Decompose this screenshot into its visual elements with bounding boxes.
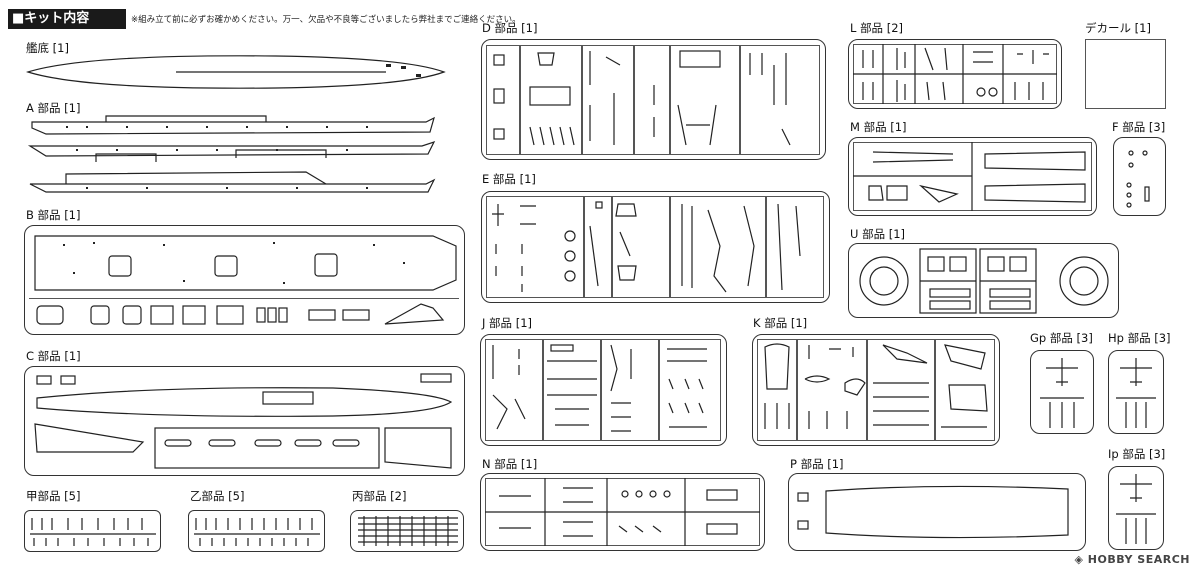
- label-part-hei: 丙部品 [2]: [352, 489, 407, 503]
- label-part-kou: 甲部品 [5]: [26, 489, 81, 503]
- part-p-details: [797, 485, 1069, 539]
- inspection-note: ※組み立て前に必ずお確かめください。万一、欠品や不良等ございましたら弊社までご連…: [131, 15, 521, 25]
- part-n-details: [485, 478, 760, 546]
- sprue-otsu: [188, 510, 325, 552]
- label-decal: デカール [1]: [1085, 21, 1151, 35]
- label-part-p: P 部品 [1]: [790, 457, 844, 471]
- label-part-otsu: 乙部品 [5]: [190, 489, 245, 503]
- sprue-e-col1: [486, 196, 584, 298]
- sprue-e: [481, 191, 830, 303]
- label-part-u: U 部品 [1]: [850, 227, 906, 241]
- part-c-hull-half: [34, 373, 453, 469]
- label-part-hp: Hp 部品 [3]: [1108, 331, 1171, 345]
- section-title-text: キット内容: [24, 11, 90, 26]
- sprue-e-col4: [670, 196, 766, 298]
- sprue-b-divider: [29, 298, 459, 330]
- part-gp-aircraft: [1040, 358, 1084, 428]
- sprue-d-col5: [670, 45, 740, 155]
- sprue-k-col2: [797, 339, 867, 441]
- part-otsu-parts: [194, 518, 320, 546]
- sprue-e-col3: [612, 196, 670, 298]
- part-hei-parts: [358, 516, 458, 546]
- part-ip-aircraft: [1116, 474, 1156, 544]
- watermark-logo-icon: ◈: [1074, 553, 1088, 566]
- label-part-m: M 部品 [1]: [850, 120, 907, 134]
- part-b-flight-deck: [34, 235, 457, 291]
- sprue-j-col3: [601, 339, 659, 441]
- part-b-small-parts: [36, 303, 445, 325]
- part-l-details: [853, 44, 1057, 104]
- sprue-d-col3: [582, 45, 634, 155]
- sprue-d-col2: [520, 45, 582, 155]
- sprue-b: [24, 225, 465, 335]
- sprue-j-col1: [485, 339, 543, 441]
- sprue-d-col6: [740, 45, 820, 155]
- part-m-details: [853, 142, 1086, 211]
- label-part-f: F 部品 [3]: [1112, 120, 1166, 134]
- label-part-l: L 部品 [2]: [850, 21, 904, 35]
- sprue-d-col1: [486, 45, 520, 155]
- decal-sheet: [1085, 39, 1166, 109]
- watermark-text: HOBBY SEARCH: [1087, 553, 1190, 566]
- hull-bottom-part: [25, 55, 446, 89]
- part-e-details: [492, 201, 801, 293]
- sprue-k-col3: [867, 339, 935, 441]
- part-j-details: [492, 344, 707, 432]
- sprue-e-col2: [584, 196, 612, 298]
- label-part-k: K 部品 [1]: [753, 316, 808, 330]
- part-k-details: [764, 343, 988, 429]
- part-kou-parts: [30, 518, 156, 546]
- label-part-d: D 部品 [1]: [482, 21, 538, 35]
- label-part-ip: Ip 部品 [3]: [1108, 447, 1166, 461]
- sprue-c: [24, 366, 465, 476]
- label-part-c: C 部品 [1]: [26, 349, 81, 363]
- label-part-e: E 部品 [1]: [482, 172, 536, 186]
- label-part-j: J 部品 [1]: [482, 316, 532, 330]
- sprue-k-col4: [935, 339, 995, 441]
- sprue-k-col1: [757, 339, 797, 441]
- sprue-j-col4: [659, 339, 721, 441]
- label-hull-bottom: 艦底 [1]: [26, 41, 69, 55]
- label-part-gp: Gp 部品 [3]: [1030, 331, 1093, 345]
- sprue-d-col4: [634, 45, 670, 155]
- part-d-details: [493, 50, 791, 146]
- sprue-e-col5: [766, 196, 824, 298]
- section-title: ■キット内容: [8, 9, 126, 29]
- sprue-j-col2: [543, 339, 601, 441]
- sprue-f: [1113, 137, 1166, 216]
- part-hp-aircraft: [1116, 358, 1156, 428]
- label-part-a: A 部品 [1]: [26, 101, 81, 115]
- part-a-side-views: [27, 115, 436, 193]
- sprue-hei: [350, 510, 464, 552]
- sprue-kou: [24, 510, 161, 552]
- part-u-details: [859, 248, 1109, 314]
- part-f-details: [1126, 150, 1150, 208]
- label-part-n: N 部品 [1]: [482, 457, 538, 471]
- label-part-b: B 部品 [1]: [26, 208, 81, 222]
- hobby-search-watermark: ◈ HOBBY SEARCH: [1074, 553, 1190, 566]
